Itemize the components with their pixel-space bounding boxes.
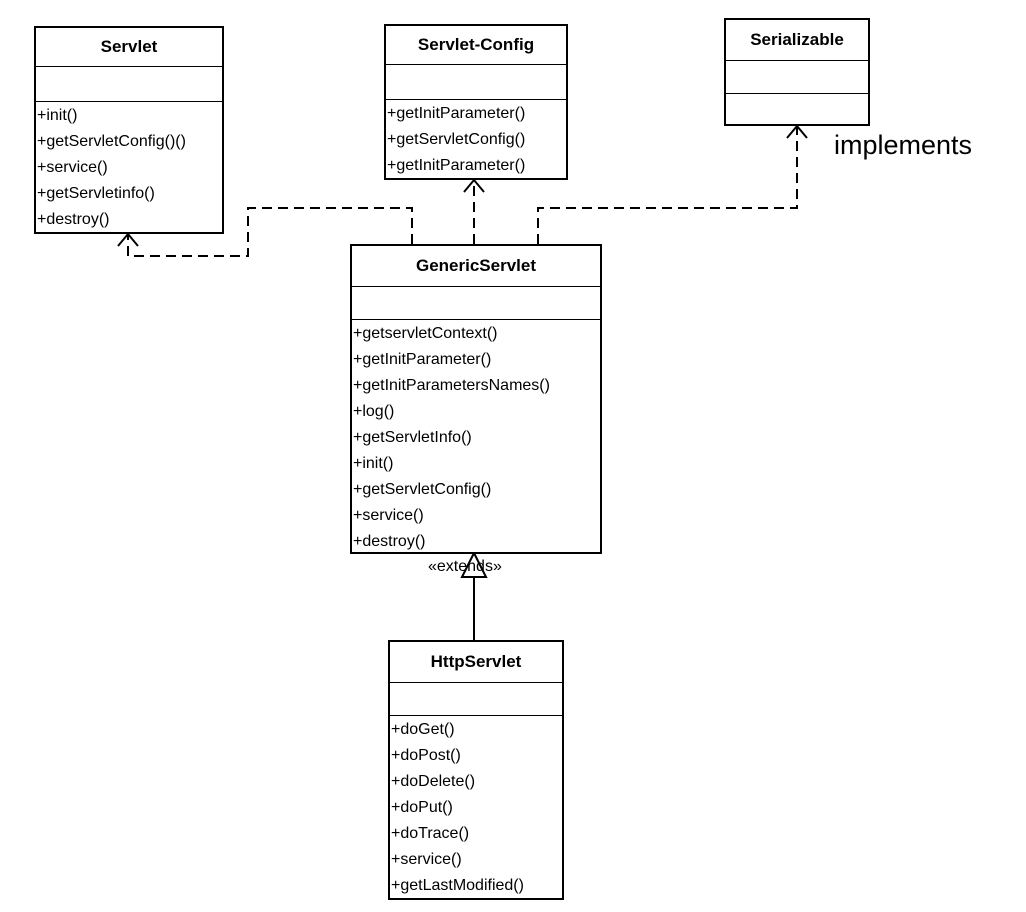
operation: +service(): [391, 851, 462, 868]
class-http-servlet: HttpServlet +doGet() +doPost() +doDelete…: [388, 640, 564, 900]
implements-label: implements: [834, 130, 973, 160]
open-arrowhead-serializable: [786, 124, 808, 139]
operations-compartment-http-servlet: +doGet() +doPost() +doDelete() +doPut() …: [390, 716, 562, 899]
class-name-servlet: Servlet: [36, 28, 222, 67]
realization-connector-servlet: [127, 207, 413, 257]
operation: +getServletConfig(): [353, 481, 492, 498]
attributes-compartment-http-servlet: [390, 683, 562, 716]
operation: +destroy(): [353, 533, 426, 550]
operation: +doTrace(): [391, 825, 470, 842]
realization-connector-serializable: [537, 126, 798, 244]
operation: +getInitParameter(): [387, 105, 526, 122]
operation: +getServletInfo(): [353, 429, 472, 446]
operation: +getInitParameter(): [387, 157, 526, 174]
operations-compartment-servlet: +init() +getServletConfig()() +service()…: [36, 102, 222, 233]
operations-compartment-servlet-config: +getInitParameter() +getServletConfig() …: [386, 100, 566, 179]
operation: +log(): [353, 403, 395, 420]
operation: +doPut(): [391, 799, 453, 816]
operation: +init(): [37, 107, 78, 124]
class-name-serializable: Serializable: [726, 20, 868, 61]
class-name-http-servlet: HttpServlet: [390, 642, 562, 683]
operation: +getServletConfig(): [387, 131, 526, 148]
hollow-triangle-arrowhead: [460, 550, 488, 578]
attributes-compartment-serializable: [726, 61, 868, 94]
operation: +service(): [353, 507, 424, 524]
operation: +getServletinfo(): [37, 185, 155, 202]
operation: +getInitParametersNames(): [353, 377, 550, 394]
attributes-compartment-servlet-config: [386, 65, 566, 100]
operation: +doPost(): [391, 747, 461, 764]
operation: +getservletContext(): [353, 325, 498, 342]
operation: +getServletConfig()(): [37, 133, 186, 150]
class-generic-servlet: GenericServlet +getservletContext() +get…: [350, 244, 602, 554]
operation: +service(): [37, 159, 108, 176]
operation: +getLastModified(): [391, 877, 524, 894]
class-servlet-config: Servlet-Config +getInitParameter() +getS…: [384, 24, 568, 180]
operation: +doDelete(): [391, 773, 476, 790]
operation: +destroy(): [37, 211, 110, 228]
extends-stereotype-label: «extends»: [428, 558, 502, 575]
attributes-compartment-servlet: [36, 67, 222, 102]
operation: +getInitParameter(): [353, 351, 492, 368]
class-servlet: Servlet +init() +getServletConfig()() +s…: [34, 26, 224, 234]
open-arrowhead-servlet-config: [463, 178, 485, 193]
operations-compartment-generic-servlet: +getservletContext() +getInitParameter()…: [352, 320, 600, 555]
attributes-compartment-generic-servlet: [352, 287, 600, 320]
class-name-servlet-config: Servlet-Config: [386, 26, 566, 65]
operation: +init(): [353, 455, 394, 472]
class-name-generic-servlet: GenericServlet: [352, 246, 600, 287]
operation: +doGet(): [391, 721, 455, 738]
class-serializable: Serializable: [724, 18, 870, 126]
open-arrowhead-servlet: [117, 232, 139, 247]
